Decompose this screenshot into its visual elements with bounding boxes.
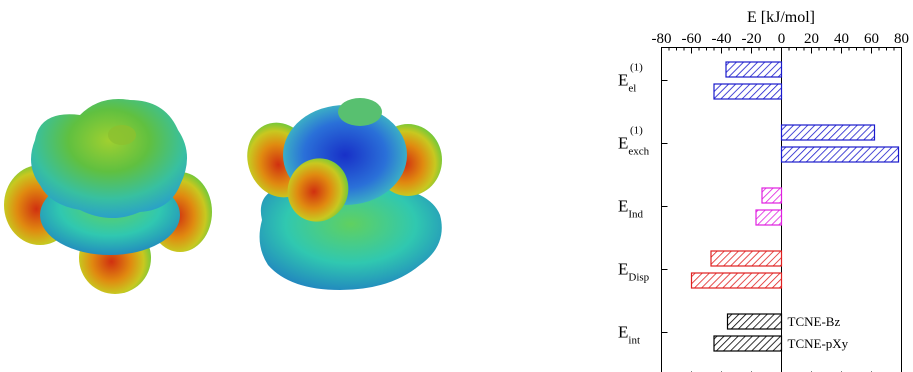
bar-int-1 xyxy=(713,335,783,352)
molecule-complex-1 xyxy=(4,99,212,294)
category-label-disp: EDisp xyxy=(618,260,650,284)
category-label-el: Eel xyxy=(618,71,636,95)
x-tick-label: -60 xyxy=(682,31,702,47)
bar-ind-1 xyxy=(755,209,783,226)
x-tick-label: -80 xyxy=(652,31,672,47)
category-sup-exch: (1) xyxy=(630,125,643,137)
category-label-int: Eint xyxy=(618,323,640,347)
bar-disp-1 xyxy=(690,272,783,289)
bar-ind-0 xyxy=(761,187,783,204)
bars xyxy=(690,61,900,352)
bar-int-0 xyxy=(726,313,783,330)
category-label-ind: EInd xyxy=(618,197,644,221)
x-ticks xyxy=(661,47,902,372)
x-tick-label: -20 xyxy=(742,31,762,47)
legend-entry: TCNE-pXy xyxy=(788,336,849,351)
x-tick-label: 40 xyxy=(834,31,849,47)
x-tick-label: 0 xyxy=(778,31,786,47)
x-axis-title: E [kJ/mol] xyxy=(747,9,815,26)
lobe-top-2 xyxy=(338,98,382,126)
ring-center xyxy=(108,125,136,145)
bar-exch-0 xyxy=(780,124,876,141)
category-sup-el: (1) xyxy=(630,62,643,74)
x-tick-label: 20 xyxy=(804,31,819,47)
upper-ring xyxy=(31,99,188,219)
x-tick-label: 80 xyxy=(894,31,909,47)
molecule-complex-2 xyxy=(247,98,442,290)
x-tick-label: 60 xyxy=(864,31,879,47)
legend-entry: TCNE-Bz xyxy=(788,314,841,329)
x-tick-label: -40 xyxy=(712,31,732,47)
x-tick-labels: -80 -60 -40 -20 0 20 40 60 80 xyxy=(652,31,910,47)
bar-exch-1 xyxy=(780,146,900,163)
category-label-exch: Eexch xyxy=(618,134,650,158)
bar-disp-0 xyxy=(710,250,783,267)
molecular-surfaces-panel xyxy=(4,98,442,294)
lobe-front-2 xyxy=(287,158,349,222)
bar-el-0 xyxy=(725,61,783,78)
bar-el-1 xyxy=(713,83,783,100)
